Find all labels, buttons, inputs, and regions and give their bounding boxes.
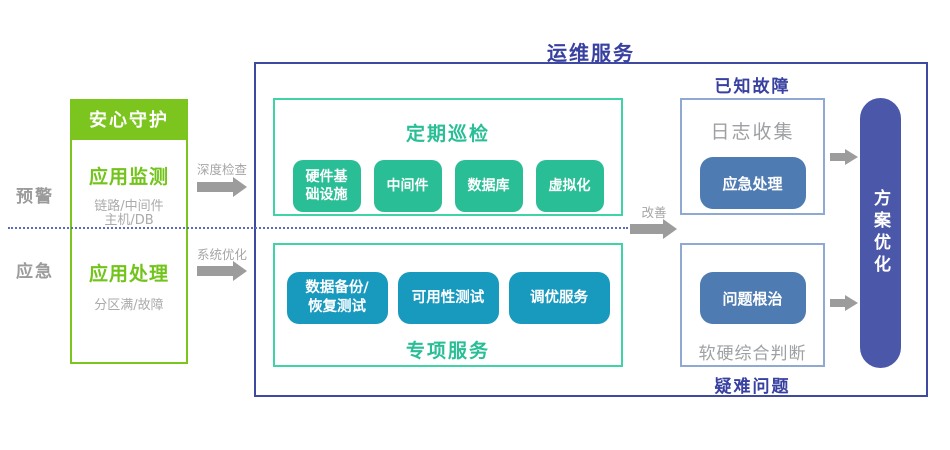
arrow-shaft — [630, 224, 663, 234]
arrow-head — [845, 295, 858, 311]
special-item-tuning-service: 调优服务 — [508, 272, 610, 324]
ops-services-title: 运维服务 — [547, 41, 635, 65]
guard-panel: 安心守护 应用监测 链路/中间件 主机/DB 应用处理 分区满/故障 — [70, 99, 188, 364]
app-handling-subtitle: 分区满/故障 — [94, 298, 164, 313]
arrow-shaft — [197, 182, 233, 192]
inspection-item-hardware: 硬件基 础设施 — [292, 160, 361, 212]
app-monitoring-subtitle-2: 主机/DB — [104, 213, 154, 228]
emergency-handling-button: 应急处理 — [699, 157, 806, 209]
special-item-availability-test: 可用性测试 — [397, 272, 499, 324]
arrow-head — [233, 177, 247, 197]
arrow-head — [233, 261, 247, 281]
inspection-item-virtualization: 虚拟化 — [535, 160, 604, 212]
deep-check-arrow — [197, 177, 247, 197]
arrow-shaft — [197, 266, 233, 276]
arrow-shaft — [830, 299, 845, 307]
difficult-problem-label: 疑难问题 — [714, 377, 791, 397]
difficult-problem-box: 问题根治 软硬综合判断 — [680, 243, 825, 367]
log-collection-box: 日志收集 应急处理 — [680, 98, 825, 215]
special-services-box: 数据备份/ 恢复测试 可用性测试 调优服务 专项服务 — [273, 243, 623, 367]
app-monitoring-subtitle-1: 链路/中间件 — [94, 199, 164, 214]
arrow-shaft — [830, 153, 845, 161]
log-collection-title: 日志收集 — [710, 121, 795, 143]
improve-arrow — [630, 219, 677, 239]
hw-sw-judgment-note: 软硬综合判断 — [698, 344, 807, 364]
app-monitoring-title: 应用监测 — [88, 166, 169, 188]
problem-eradication-button: 问题根治 — [699, 272, 806, 324]
special-services-title: 专项服务 — [405, 340, 490, 362]
app-handling-title: 应用处理 — [88, 263, 169, 285]
inspection-item-middleware: 中间件 — [373, 160, 442, 212]
arrow-head — [663, 219, 677, 239]
known-fault-to-solution-arrow — [830, 149, 858, 165]
arrow-head — [845, 149, 858, 165]
periodic-inspection-box: 定期巡检 硬件基 础设施 中间件 数据库 虚拟化 — [273, 98, 623, 216]
solution-optimization-pill: 方案优化 — [860, 98, 901, 368]
lane-divider-dotted-line — [8, 227, 628, 229]
special-item-backup-recovery: 数据备份/ 恢复测试 — [286, 272, 388, 324]
known-fault-label: 已知故障 — [714, 77, 791, 97]
periodic-inspection-title: 定期巡检 — [405, 123, 490, 145]
improve-label: 改善 — [641, 205, 667, 220]
guard-panel-header: 安心守护 — [72, 101, 186, 140]
inspection-item-database: 数据库 — [454, 160, 523, 212]
system-optimize-arrow — [197, 261, 247, 281]
deep-check-label: 深度检查 — [196, 162, 247, 177]
stage-label-emergency: 应急 — [16, 262, 54, 282]
difficult-problem-to-solution-arrow — [830, 295, 858, 311]
system-optimize-label: 系统优化 — [196, 247, 247, 262]
stage-label-warning: 预警 — [16, 187, 54, 207]
ops-services-frame — [254, 62, 928, 397]
special-items-row: 数据备份/ 恢复测试 可用性测试 调优服务 — [275, 272, 621, 324]
inspection-items-row: 硬件基 础设施 中间件 数据库 虚拟化 — [275, 160, 621, 212]
solution-optimization-label: 方案优化 — [870, 189, 890, 277]
